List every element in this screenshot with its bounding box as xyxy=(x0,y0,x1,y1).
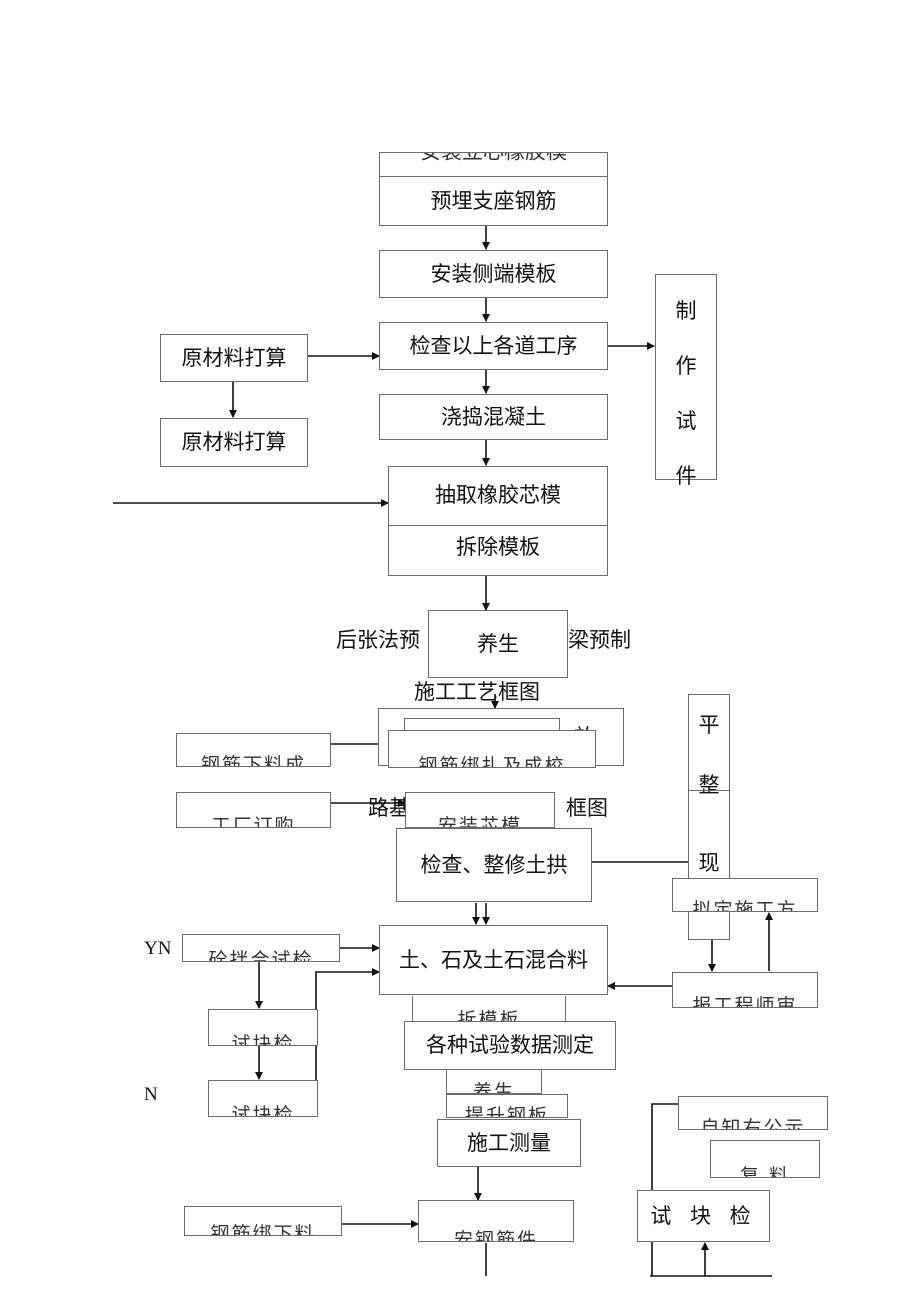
caption-process-chart: 施工工艺框图 xyxy=(414,680,540,704)
caption-subgrade-left: 路基 xyxy=(368,796,410,820)
caption-subgrade-right: 框图 xyxy=(566,796,608,820)
box-divider xyxy=(389,525,607,526)
box-specimen-test-1-partial: 试块检 xyxy=(208,1009,318,1046)
box-construction-survey: 施工测量 xyxy=(437,1119,581,1167)
box-inspect-processes: 检查以上各道工序 xyxy=(379,322,608,370)
caption-left: 后张法预 xyxy=(336,628,420,652)
box-embed-rebar: 预埋支座钢筋 xyxy=(379,176,608,226)
box-notify-partial: 自知右公示 xyxy=(678,1096,828,1130)
box-raw-material-2: 原材料打算 xyxy=(160,418,308,467)
arrow-specimen-loop xyxy=(315,968,380,1117)
box-curing: 养生 xyxy=(428,610,568,678)
box-rebar-cut-partial: 钢筋下料成 xyxy=(176,733,331,767)
box-inspect-arch: 检查、整修土拱 xyxy=(396,828,592,902)
label-yn: YN xyxy=(144,938,172,959)
box-curing-partial: 养生 xyxy=(446,1070,542,1094)
box-specimen-test-2-partial: 试块检 xyxy=(208,1080,318,1117)
box-install-core-partial-2: 安装芯模 xyxy=(405,792,555,828)
box-specimen-check: 试 块 检 xyxy=(637,1190,770,1242)
box-factory-partial: 工厂订购 xyxy=(176,792,331,828)
box-pour-concrete: 浇捣混凝土 xyxy=(379,394,608,440)
box-construction-plan-partial: 拟定施工方 xyxy=(672,878,818,912)
box-review-partial: 复 料 xyxy=(710,1140,820,1178)
box-mix-test-partial: 砼拌合试检 xyxy=(182,934,340,962)
box-raw-material-1: 原材料打算 xyxy=(160,334,308,382)
caption-right: 梁预制 xyxy=(568,628,631,652)
box-extract-remove: 抽取橡胶芯模 拆除模板 xyxy=(388,466,608,576)
box-install-rebar-partial: 安钢筋件 xyxy=(418,1200,574,1242)
box-behind-data-partial: 拆模板 xyxy=(412,996,566,1022)
box-rebar-weld-partial: 钢筋绑扎及成校 xyxy=(388,730,596,768)
box-soil-stone-mix: 土、石及土石混合料 xyxy=(379,925,608,995)
label-n: N xyxy=(144,1084,158,1105)
box-install-core-partial: 安装立心橡胶模 xyxy=(379,152,608,178)
level-site-divider xyxy=(688,790,730,791)
vertical-make-specimen: 制 作 试 件 xyxy=(655,274,717,488)
box-engineer-review-partial: 报工程师审 xyxy=(672,972,818,1008)
box-test-data: 各种试验数据测定 xyxy=(404,1021,616,1070)
box-rebar-blank-partial: 钢筋绑下料 xyxy=(184,1206,342,1236)
box-under-survey-partial: 提升钢板 xyxy=(446,1094,568,1118)
box-side-formwork: 安装侧端模板 xyxy=(379,250,608,298)
